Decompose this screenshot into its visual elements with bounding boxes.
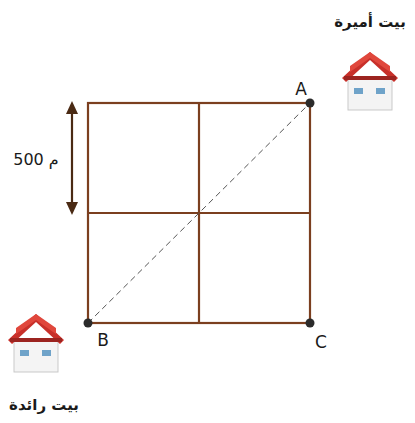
point-dot <box>306 319 315 328</box>
grid-border <box>88 103 310 323</box>
point-dot <box>306 99 315 108</box>
diagonal-path <box>88 103 310 323</box>
point-label: C <box>315 333 327 352</box>
house-icon <box>342 52 398 110</box>
grid-line <box>88 212 310 214</box>
point-label: B <box>97 331 109 350</box>
house-label: بيت أميرة <box>334 14 406 31</box>
dimension-label: 500 م <box>13 151 59 169</box>
point-label: A <box>295 80 307 99</box>
dimension-arrow <box>66 101 78 215</box>
house-icon <box>8 314 64 372</box>
house-label: بيت رائدة <box>9 397 79 414</box>
point-dot <box>84 319 93 328</box>
street-grid <box>88 103 310 323</box>
